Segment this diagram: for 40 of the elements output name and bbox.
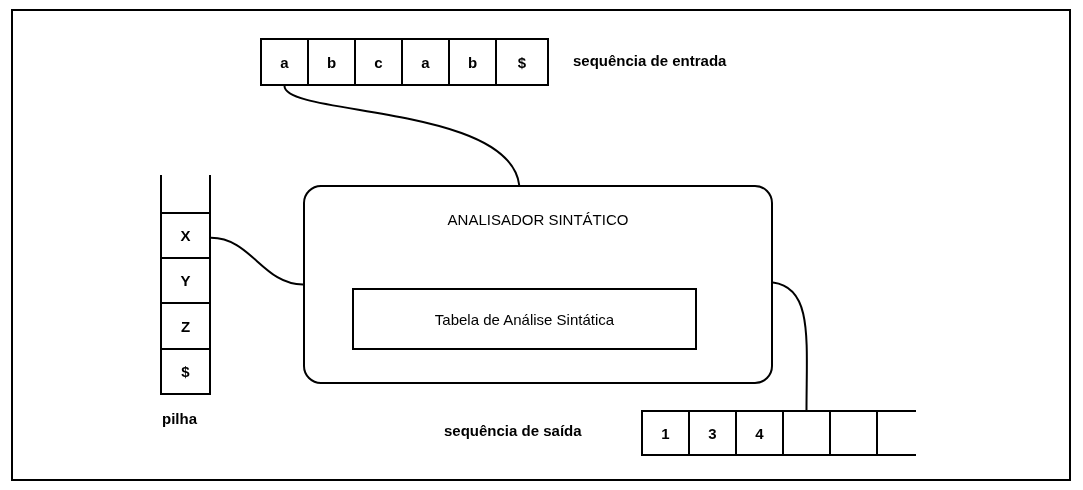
caption-text: sequência de entrada (573, 52, 727, 69)
output-cell (782, 410, 831, 456)
tape-cell (307, 38, 356, 86)
cell-text: $ (517, 53, 527, 71)
caption-text: sequência de saída (444, 422, 582, 439)
caption-text: pilha (162, 410, 197, 427)
cell-text: X (180, 227, 191, 244)
output-cell (735, 410, 784, 456)
cell-text: Tabela de Análise Sintática (434, 310, 615, 328)
cell-text: 3 (708, 424, 717, 442)
stack-cell (160, 257, 211, 304)
stack-cell (160, 212, 211, 259)
cell-text: Y (180, 272, 191, 289)
tape-cell (354, 38, 403, 86)
stack-cell (160, 175, 211, 214)
stack-cell (160, 302, 211, 350)
cell-text: a (280, 53, 289, 71)
output-cell (641, 410, 690, 456)
tape-cell (448, 38, 497, 86)
tape-cell (495, 38, 549, 86)
cell-text: 1 (661, 424, 670, 442)
connector-line (772, 281, 808, 411)
output-cell (876, 410, 916, 456)
stack-cell (160, 348, 211, 395)
tape-cell (260, 38, 309, 86)
table-box (352, 288, 697, 350)
parser-box (303, 185, 773, 384)
output-cell (688, 410, 737, 456)
output-cell (829, 410, 878, 456)
cell-text: b (467, 53, 478, 71)
cell-text: b (326, 53, 337, 71)
cell-text: c (374, 53, 383, 71)
tape-cell (401, 38, 450, 86)
parser-title: ANALISADOR SINTÁTICO (447, 211, 629, 228)
connector-line (210, 236, 304, 286)
cell-text: $ (181, 363, 190, 380)
cell-text: a (421, 53, 430, 71)
connector-line (283, 85, 521, 186)
cell-text: 4 (755, 424, 764, 442)
cell-text: Z (180, 317, 191, 335)
